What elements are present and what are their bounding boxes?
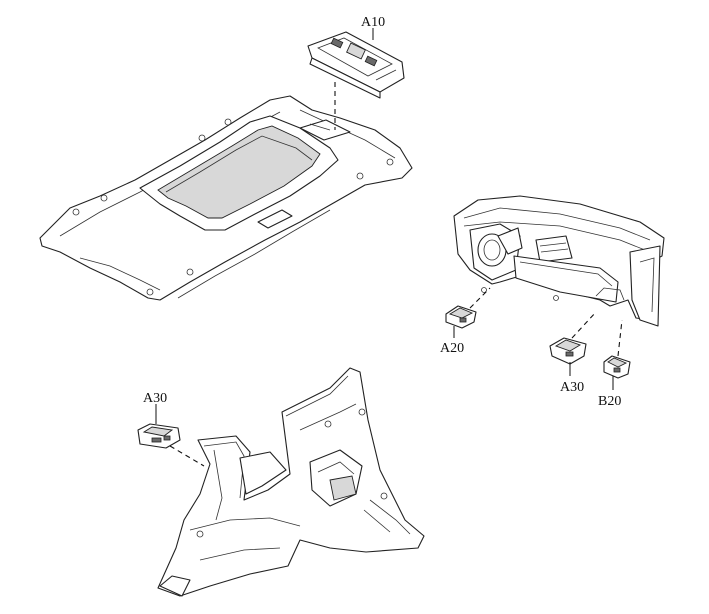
leader-a30-dash-dash [571,311,597,339]
connector-a30-dash [549,337,587,365]
leader-a20-dash [469,287,491,309]
headliner-panel [39,95,413,301]
callout-a30-quarter: A30 [143,391,167,406]
callout-a10: A10 [361,15,385,30]
dome-lamp-assembly [307,31,405,99]
callout-a30-dash: A30 [560,380,584,395]
instrument-panel [453,195,665,327]
connector-b20 [603,355,631,379]
connector-a30-quarter [137,423,181,449]
callout-b20: B20 [598,394,621,409]
leader-a30-quarter-dash [169,445,205,467]
callout-a20: A20 [440,341,464,356]
quarter-trim-panel [157,367,425,597]
leader-b20-dash [617,319,623,357]
connector-a20 [445,305,477,329]
